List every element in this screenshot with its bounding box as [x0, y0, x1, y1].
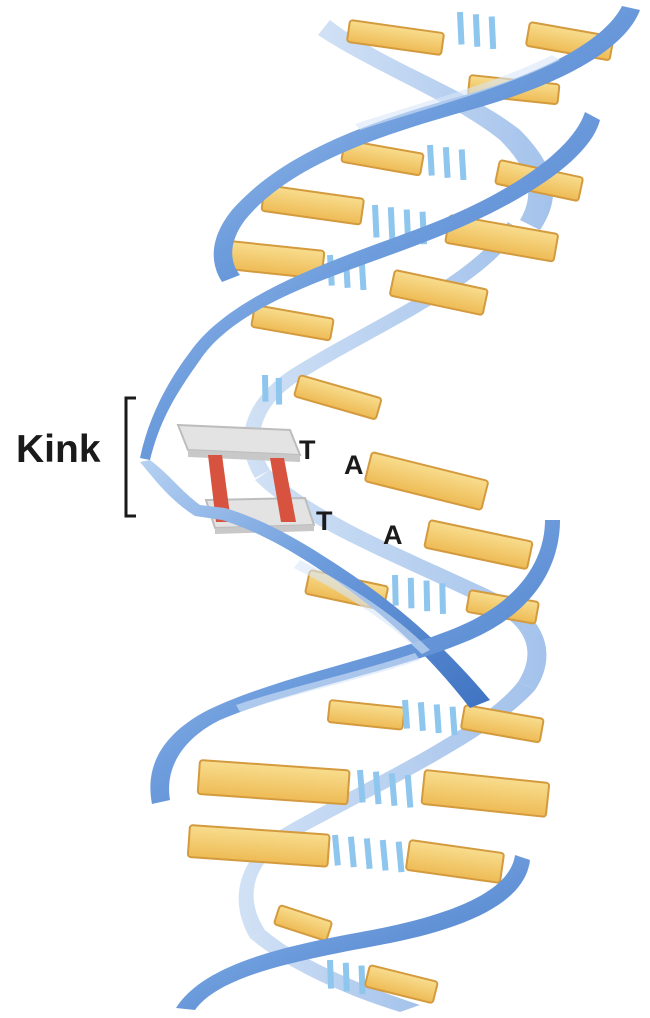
base-a-upper-label: A	[344, 452, 364, 479]
hbond	[456, 12, 498, 49]
base-t-lower-label: T	[316, 508, 333, 535]
base-a-lower-label: A	[383, 522, 403, 549]
kink-bracket-icon	[126, 398, 136, 516]
kink-label: Kink	[16, 430, 101, 469]
base-t-upper-label: T	[299, 437, 316, 464]
